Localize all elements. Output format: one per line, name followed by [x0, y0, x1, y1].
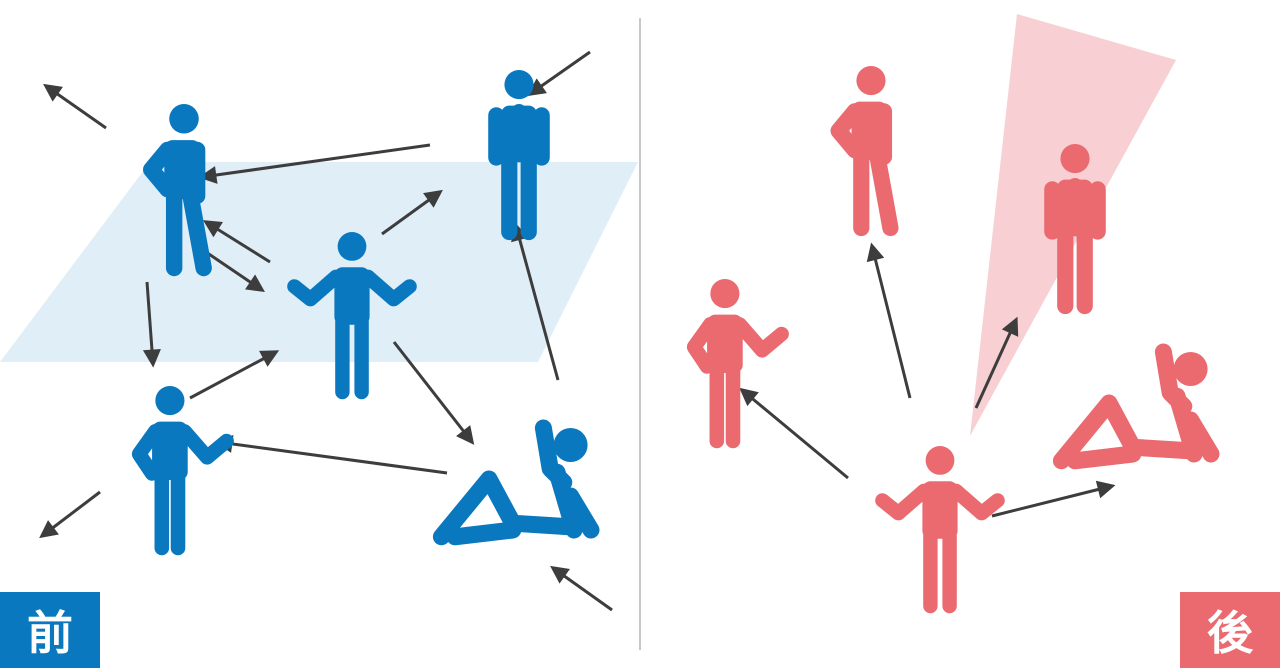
after-figure-hand-on-hip	[830, 66, 899, 237]
after-arrows	[739, 242, 1116, 518]
before-label: 前	[0, 592, 100, 668]
before-arrow	[511, 222, 560, 381]
before-arrow	[199, 246, 265, 293]
before-arrow	[381, 189, 443, 236]
after-figure-standing	[1044, 144, 1106, 315]
before-arrow	[189, 350, 280, 400]
shared-plane	[0, 162, 638, 362]
before-arrow	[39, 490, 101, 539]
before-arrow	[43, 83, 107, 130]
before-arrow	[198, 143, 431, 184]
after-arrow	[974, 316, 1019, 409]
after-label: 後	[1180, 592, 1280, 668]
before-figure-hand-on-hip	[143, 104, 212, 277]
before-figure-reclining	[432, 419, 600, 546]
before-arrow	[550, 565, 613, 612]
before-panel	[0, 50, 638, 612]
before-arrow	[202, 220, 271, 264]
before-arrows	[39, 50, 613, 612]
before-figure-standing	[488, 70, 550, 241]
before-arrow	[142, 281, 161, 368]
before-arrow	[392, 341, 475, 445]
after-arrow	[739, 387, 849, 480]
before-figure-shrugging	[287, 232, 417, 400]
after-arrow	[866, 242, 912, 399]
before-figure-waving	[131, 386, 234, 556]
before-arrow	[214, 435, 448, 475]
before-arrow	[527, 50, 591, 97]
before-figures	[131, 70, 600, 556]
after-figures	[686, 66, 1220, 614]
after-figure-shrugging	[875, 446, 1005, 614]
after-arrow	[991, 480, 1116, 518]
after-figure-waving	[686, 279, 789, 449]
after-figure-reclining	[1052, 343, 1220, 470]
after-panel	[686, 14, 1220, 614]
